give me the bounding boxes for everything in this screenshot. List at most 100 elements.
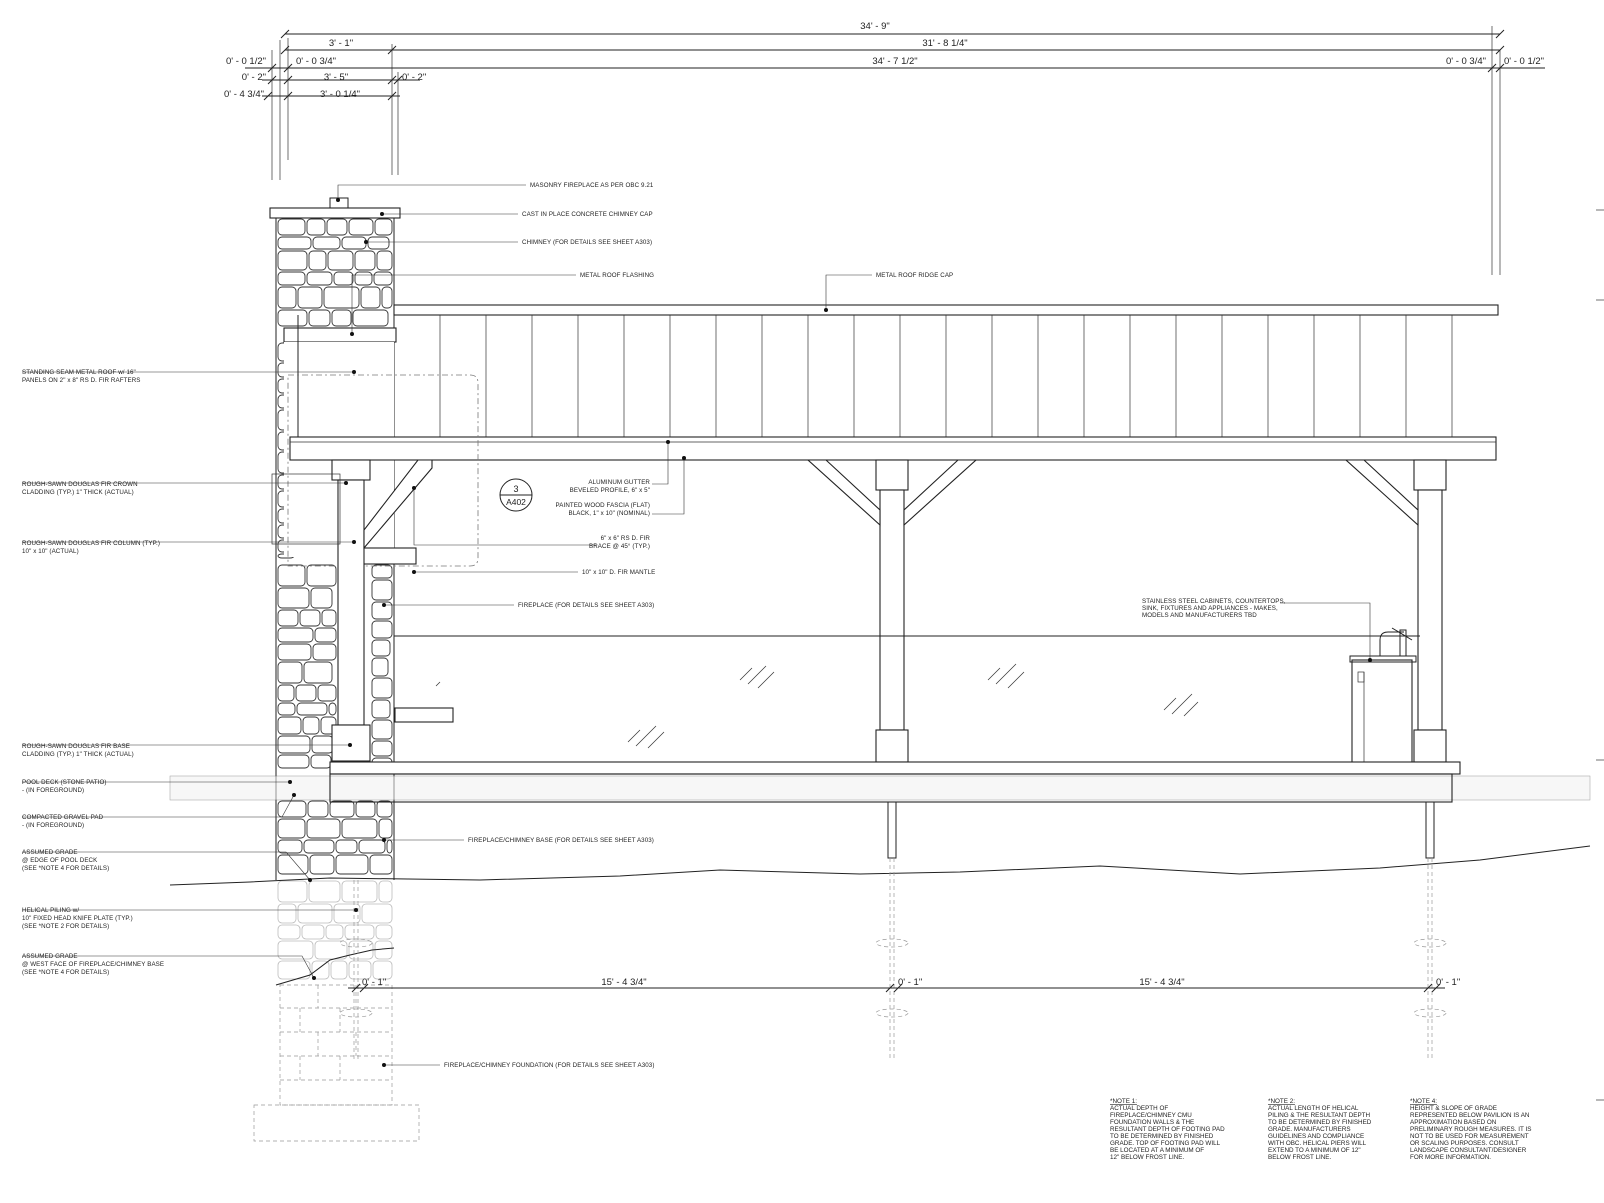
- note-4-title: *NOTE 4:: [1410, 1098, 1437, 1105]
- callout-gravel-1: COMPACTED GRAVEL PAD: [22, 814, 104, 821]
- callout-crown-1: ROUGH-SAWN DOUGLAS FIR CROWN: [22, 481, 138, 488]
- stone: [371, 639, 391, 657]
- stone: [314, 627, 337, 643]
- stone: [306, 564, 337, 587]
- callout-west-1: ASSUMED GRADE: [22, 953, 78, 960]
- callout-gutter-2: BEVELED PROFILE, 6" x 5": [570, 487, 650, 494]
- stone: [335, 854, 369, 875]
- stone: [360, 286, 381, 309]
- callout-grade-3: (SEE *NOTE 4 FOR DETAILS): [22, 865, 109, 872]
- stone: [371, 564, 393, 579]
- note-1: *NOTE 1: ACTUAL DEPTH OF FIREPLACE/CHIMN…: [1110, 1098, 1225, 1161]
- stone: [277, 880, 308, 903]
- callout-fascia-2: BLACK, 1" x 10" (NOMINAL): [568, 510, 650, 517]
- stone: [348, 940, 374, 960]
- callout-gravel-2: - (IN FOREGROUND): [22, 822, 84, 829]
- stone: [311, 735, 334, 754]
- stone: [323, 286, 360, 309]
- note-4-line: APPROXIMATION BASED ON: [1410, 1119, 1497, 1126]
- note-4-line: LANDSCAPE CONSULTANT/DESIGNER: [1410, 1147, 1527, 1154]
- detail-tag-number: 3: [513, 484, 518, 494]
- stone: [277, 684, 295, 702]
- pavilion-structure: [271, 459, 1447, 763]
- chimney-foundation: [253, 984, 420, 1142]
- stone: [311, 960, 330, 980]
- note-2-title: *NOTE 2:: [1268, 1098, 1295, 1105]
- stone: [277, 609, 299, 627]
- stone: [327, 250, 354, 271]
- stone: [326, 218, 348, 236]
- stone: [371, 601, 393, 620]
- stone: [277, 903, 297, 924]
- callout-cabinets-3: MODELS AND MANUFACTURERS TBD: [1142, 612, 1257, 619]
- stone: [371, 579, 393, 601]
- stone: [308, 880, 341, 903]
- stone: [301, 924, 325, 940]
- callout-chimney: CHIMNEY (FOR DETAILS SEE SHEET A303): [522, 239, 652, 246]
- stone: [310, 587, 333, 609]
- dim-pile-offset-3: 0' - 1": [1436, 977, 1460, 988]
- stone: [277, 643, 312, 661]
- callout-roof-flashing: METAL ROOF FLASHING: [580, 272, 654, 279]
- note-4-line: REPRESENTED BELOW PAVILION IS AN: [1410, 1112, 1530, 1119]
- stone: [295, 684, 317, 702]
- dim-pile-span-1: 15' - 4 3/4": [601, 977, 646, 988]
- detail-boundary: [287, 374, 479, 567]
- stone: [372, 960, 393, 980]
- stone: [354, 271, 373, 286]
- note-1-line: BE LOCATED AT A MINIMUM OF: [1110, 1147, 1204, 1154]
- stone: [371, 677, 393, 699]
- stone: [308, 250, 327, 271]
- callout-brace-1: 6" x 6" RS D. FIR: [601, 535, 651, 542]
- stone: [371, 719, 393, 740]
- stone: [297, 286, 323, 309]
- stone: [302, 716, 320, 735]
- note-4: *NOTE 4: HEIGHT & SLOPE OF GRADE REPRESE…: [1410, 1098, 1531, 1161]
- dim-main-span: 34' - 7 1/2": [872, 56, 917, 67]
- dim-upper-left: 3' - 1": [329, 38, 353, 49]
- note-1-line: 12" BELOW FROST LINE.: [1110, 1154, 1184, 1161]
- dim-overall: 34' - 9": [860, 21, 889, 32]
- stone: [321, 609, 337, 627]
- stone: [375, 924, 393, 940]
- stone: [303, 839, 335, 854]
- stone: [277, 702, 296, 716]
- stone: [317, 684, 337, 702]
- dim-right-two: 0' - 2": [402, 72, 426, 83]
- stone: [328, 702, 337, 716]
- stone: [309, 854, 335, 875]
- callout-mantle: 10" x 10" D. FIR MANTLE: [582, 569, 655, 576]
- stone: [361, 903, 393, 924]
- stone: [376, 800, 393, 818]
- dimension-strings: 34' - 9" 3' - 1" 31' - 8 1/4" 0' - 0 1/2…: [224, 21, 1545, 275]
- stone: [331, 309, 352, 327]
- general-notes: *NOTE 1: ACTUAL DEPTH OF FIREPLACE/CHIMN…: [1110, 1098, 1531, 1161]
- dim-left-half: 0' - 0 1/2": [226, 56, 266, 67]
- stone: [333, 903, 361, 924]
- stone: [374, 940, 393, 960]
- stone: [277, 716, 302, 735]
- stone: [310, 754, 332, 769]
- stone: [306, 218, 326, 236]
- callout-deck-1: POOL DECK (STONE PATIO): [22, 779, 107, 786]
- note-4-line: NOT TO BE USED FOR MEASUREMENT: [1410, 1133, 1529, 1140]
- dim-left-three-quarter: 0' - 0 3/4": [296, 56, 336, 67]
- stone: [371, 620, 393, 639]
- callout-base-1: ROUGH-SAWN DOUGLAS FIR BASE: [22, 743, 130, 750]
- stone: [299, 609, 321, 627]
- roof: [289, 304, 1499, 461]
- stone: [277, 309, 308, 327]
- stone: [348, 218, 374, 236]
- callout-cabinets-1: STAINLESS STEEL CABINETS, COUNTERTOPS,: [1142, 598, 1286, 605]
- note-2-line: PILING & THE RESULTANT DEPTH: [1268, 1112, 1371, 1119]
- stone: [378, 880, 393, 903]
- dim-pile-span-2: 15' - 4 3/4": [1139, 977, 1184, 988]
- note-2-line: GUIDELINES AND COMPLIANCE: [1268, 1133, 1364, 1140]
- stone: [277, 627, 314, 643]
- callout-base-2: CLADDING (TYP.) 1" THICK (ACTUAL): [22, 751, 134, 758]
- note-4-line: PRELIMINARY ROUGH MEASURES. IT IS: [1410, 1126, 1531, 1133]
- callout-piling-2: 10" FIXED HEAD KNIFE PLATE (TYP.): [22, 915, 133, 922]
- dim-left-four: 0' - 4 3/4": [224, 89, 264, 100]
- stone: [378, 818, 393, 839]
